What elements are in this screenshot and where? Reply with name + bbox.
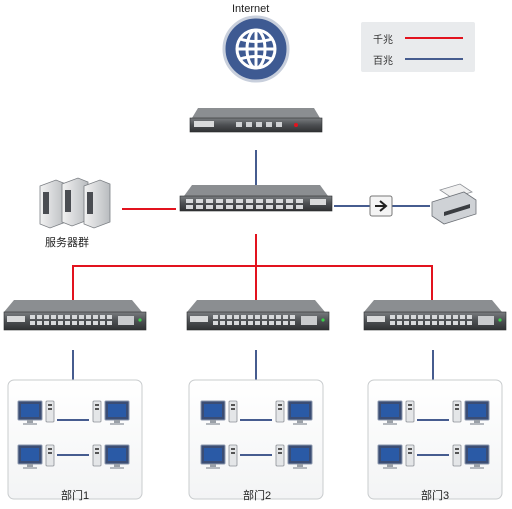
dept-label-3: 部门3	[421, 490, 450, 502]
legend-fast-ethernet-line	[405, 58, 463, 60]
internet-label: Internet	[232, 3, 270, 15]
print-server-icon	[369, 195, 393, 217]
department-panel-2	[188, 379, 324, 500]
legend-fast-ethernet-label: 百兆	[373, 56, 393, 67]
legend-box: 千兆 百兆	[361, 22, 475, 72]
legend-gigabit-line	[405, 37, 463, 39]
link-core-dept1	[72, 265, 256, 300]
access-switch-3	[363, 300, 507, 331]
internet-globe-icon	[222, 15, 290, 83]
department-panel-3	[367, 379, 503, 500]
access-switch-2	[186, 300, 330, 331]
server-cluster-icon	[39, 177, 111, 229]
dept-label-1: 部门1	[61, 490, 90, 502]
access-switch-1	[3, 300, 147, 331]
router-device	[189, 108, 323, 133]
department-panel-1	[7, 379, 143, 500]
dept-label-2: 部门2	[243, 490, 272, 502]
link-core-dept3	[256, 265, 433, 300]
server-cluster-label: 服务器群	[45, 237, 89, 249]
core-switch-device	[179, 185, 333, 212]
legend-gigabit-label: 千兆	[373, 35, 393, 46]
printer-icon	[431, 183, 477, 225]
